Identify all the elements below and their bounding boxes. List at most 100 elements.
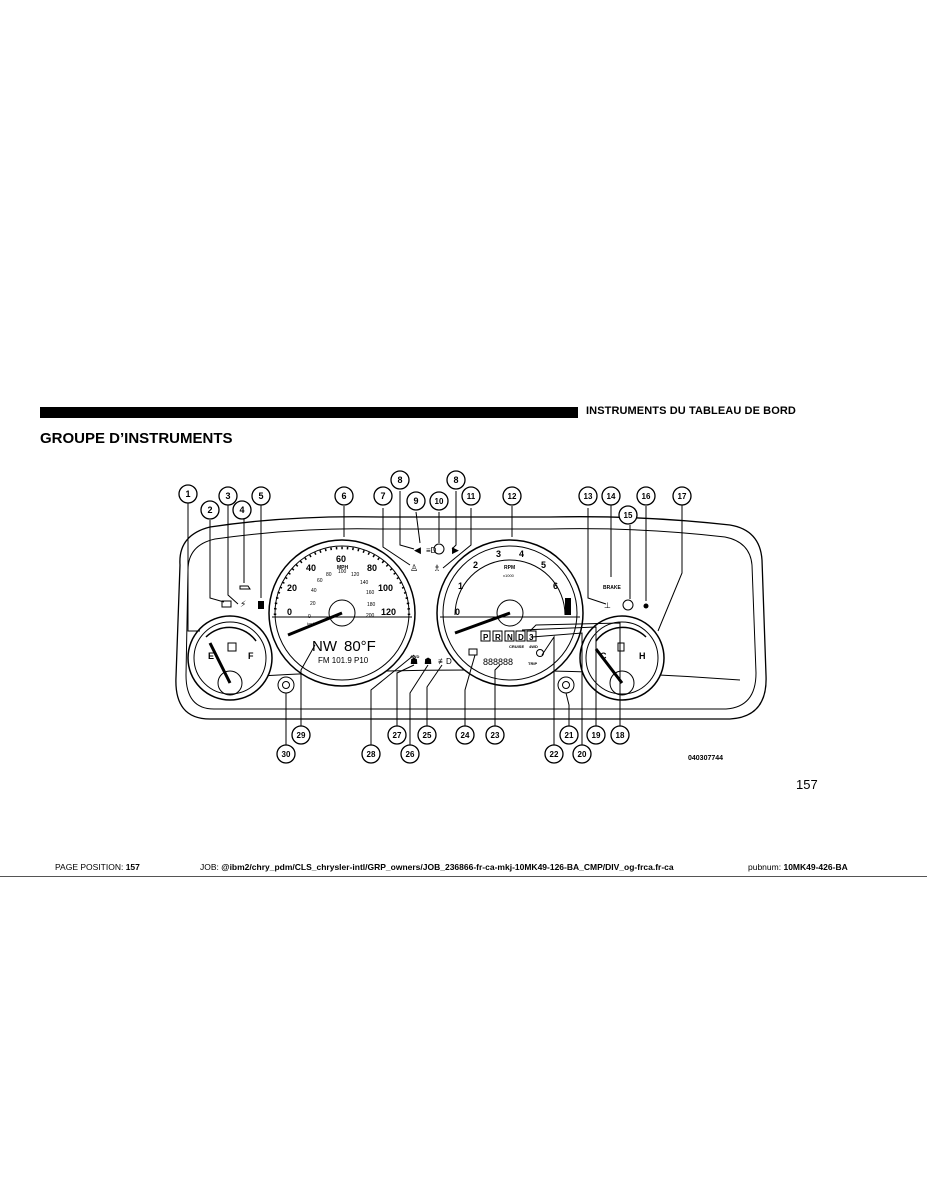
odometer-display: 888888 [483, 657, 513, 667]
rpm-tick-2: 2 [473, 560, 478, 570]
mph-unit: MPH [337, 565, 349, 571]
gear-r: R [495, 633, 501, 642]
left-turn-icon: ◀ [414, 545, 421, 555]
low-fuel-icon [258, 601, 264, 609]
kmh-unit: km/h [307, 621, 316, 626]
footer-page-position: PAGE POSITION: 157 [55, 862, 140, 872]
right-turn-icon: ▶ [452, 545, 459, 555]
callout-21: 21 [565, 731, 574, 740]
callout-3: 3 [225, 491, 230, 501]
mph-tick-100: 100 [378, 583, 393, 593]
mph-tick-80: 80 [367, 563, 377, 573]
high-beam-icon: ≡D [426, 546, 437, 555]
abs-icon [433, 543, 445, 555]
figure-id: 040307744 [688, 755, 724, 762]
callout-23: 23 [491, 731, 500, 740]
awd-indicator: AWD [410, 654, 419, 659]
rpm-tick-5: 5 [541, 560, 546, 570]
callout-28: 28 [367, 750, 376, 759]
fuel-empty-label: E [208, 651, 214, 661]
callout-13: 13 [584, 492, 593, 501]
rpm-unit: RPM [504, 565, 515, 571]
callout-2: 2 [207, 505, 212, 515]
callout-1: 1 [185, 489, 190, 499]
trip-reset-button-left [277, 676, 295, 694]
fuel-pump-icon [227, 642, 237, 652]
page-heading: GROUPE D’INSTRUMENTS [40, 430, 233, 447]
esp-off-icon: ☗ [410, 656, 418, 666]
callout-5: 5 [258, 491, 263, 501]
callout-27: 27 [393, 731, 402, 740]
oil-pressure-icon [239, 585, 251, 590]
print-footer: PAGE POSITION: 157 JOB: @ibm2/chry_pdm/C… [0, 858, 927, 877]
kmh-tick-120: 120 [351, 572, 360, 578]
kmh-tick-40: 40 [311, 588, 317, 594]
check-engine-icon [468, 648, 478, 656]
trip-indicator: TRIP [528, 661, 537, 666]
transmission-temp-icon: ⊥ [604, 601, 611, 610]
tachometer: 0 1 2 3 4 5 6 RPM x1000 P R N D 3 CRUISE… [436, 539, 584, 687]
footer-pubnum: pubnum: 10MK49-426-BA [748, 862, 848, 872]
callout-9: 9 [413, 496, 418, 506]
callout-6: 6 [341, 491, 346, 501]
callout-7: 7 [380, 491, 385, 501]
airbag-icon: ♙ [410, 563, 418, 573]
mph-tick-60: 60 [336, 554, 346, 564]
callout-17: 17 [678, 492, 687, 501]
callout-30: 30 [282, 750, 291, 759]
electronic-throttle-icon: ⚡ [240, 599, 246, 609]
security-light-icon [643, 603, 649, 609]
rpm-multiplier: x1000 [503, 573, 515, 578]
fourwd-indicator: 4WD [529, 644, 538, 649]
kmh-tick-140: 140 [360, 580, 369, 586]
trip-reset-button-right [557, 676, 575, 694]
speedometer: 0 20 40 60 80 100 120 MPH 0 20 40 60 80 … [268, 539, 416, 687]
callout-16: 16 [642, 492, 651, 501]
mph-tick-0: 0 [287, 607, 292, 617]
rpm-tick-1: 1 [458, 581, 463, 591]
coolant-icon [617, 642, 625, 652]
fuel-full-label: F [248, 651, 254, 661]
callout-4: 4 [239, 505, 244, 515]
cluster-housing [175, 516, 767, 720]
callout-11: 11 [467, 492, 476, 501]
vehicle-security-icon [622, 599, 634, 611]
callout-14: 14 [607, 492, 616, 501]
instrument-cluster-diagram: E F 0 20 40 60 80 100 120 MPH 0 20 40 60… [175, 470, 767, 764]
gear-p: P [483, 633, 489, 642]
gear-n: N [507, 633, 513, 642]
outside-temp-display: 80°F [344, 638, 376, 655]
mph-tick-40: 40 [306, 563, 316, 573]
kmh-tick-0: 0 [308, 614, 311, 620]
callout-10: 10 [435, 497, 444, 506]
callout-12: 12 [508, 492, 517, 501]
rpm-tick-6: 6 [553, 581, 558, 591]
kmh-tick-200: 200 [366, 613, 375, 619]
cruise-indicator: CRUISE [509, 644, 524, 649]
temp-cold-label: C [600, 651, 607, 661]
callout-8-left: 8 [397, 475, 402, 485]
compass-display: NW [312, 638, 338, 655]
kmh-tick-180: 180 [367, 602, 376, 608]
callout-8-right: 8 [453, 475, 458, 485]
temperature-gauge: C H [579, 615, 665, 701]
esp-bas-icon: ☗ [424, 656, 432, 666]
kmh-tick-80: 80 [326, 572, 332, 578]
header-rule [40, 407, 578, 418]
tach-redline [565, 598, 571, 615]
callout-24: 24 [461, 731, 470, 740]
rpm-tick-0: 0 [455, 607, 460, 617]
brake-warning-indicator: BRAKE [603, 585, 621, 591]
front-fog-icon: ≢D [438, 657, 452, 666]
rpm-tick-3: 3 [496, 549, 501, 559]
gear-selector-display: P R N D 3 [480, 630, 537, 642]
callouts: 1 2 3 4 5 6 7 8 9 10 8 11 12 13 14 15 16… [178, 470, 692, 764]
callout-leaders [187, 491, 683, 747]
callout-15: 15 [624, 511, 633, 520]
kmh-tick-160: 160 [366, 590, 375, 596]
radio-display: FM 101.9 P10 [318, 656, 369, 665]
callout-29: 29 [297, 731, 306, 740]
callout-26: 26 [406, 750, 415, 759]
rpm-tick-4: 4 [519, 549, 524, 559]
kmh-tick-20: 20 [310, 601, 316, 607]
